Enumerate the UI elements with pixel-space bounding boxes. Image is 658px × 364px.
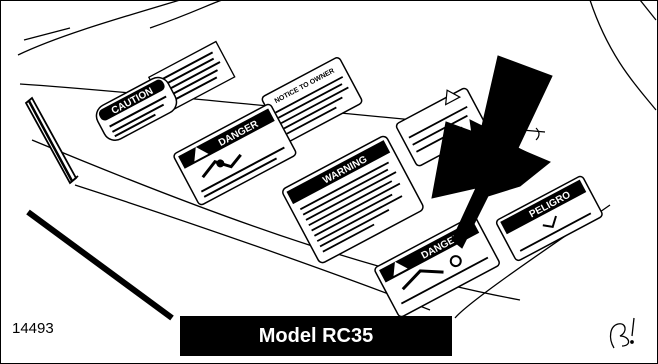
corner-mark-icon	[609, 317, 635, 349]
decal-danger-lower: DANGER	[374, 215, 500, 318]
decal-danger-upper: DANGER	[173, 103, 297, 206]
deck-outline	[17, 0, 657, 319]
model-label: Model RC35	[180, 316, 452, 356]
decal-caution: CAUTION	[95, 76, 178, 141]
pointer-arrow-lower	[431, 121, 551, 249]
decal-peligro: PELIGRO	[495, 175, 603, 262]
decal-warning: WARNING	[282, 135, 424, 264]
deck-edge-post	[24, 96, 79, 185]
figure-number: 14493	[12, 320, 54, 337]
deck-rail	[26, 209, 174, 321]
arc-marker	[535, 127, 540, 141]
decal-small-warning-right	[395, 87, 488, 167]
